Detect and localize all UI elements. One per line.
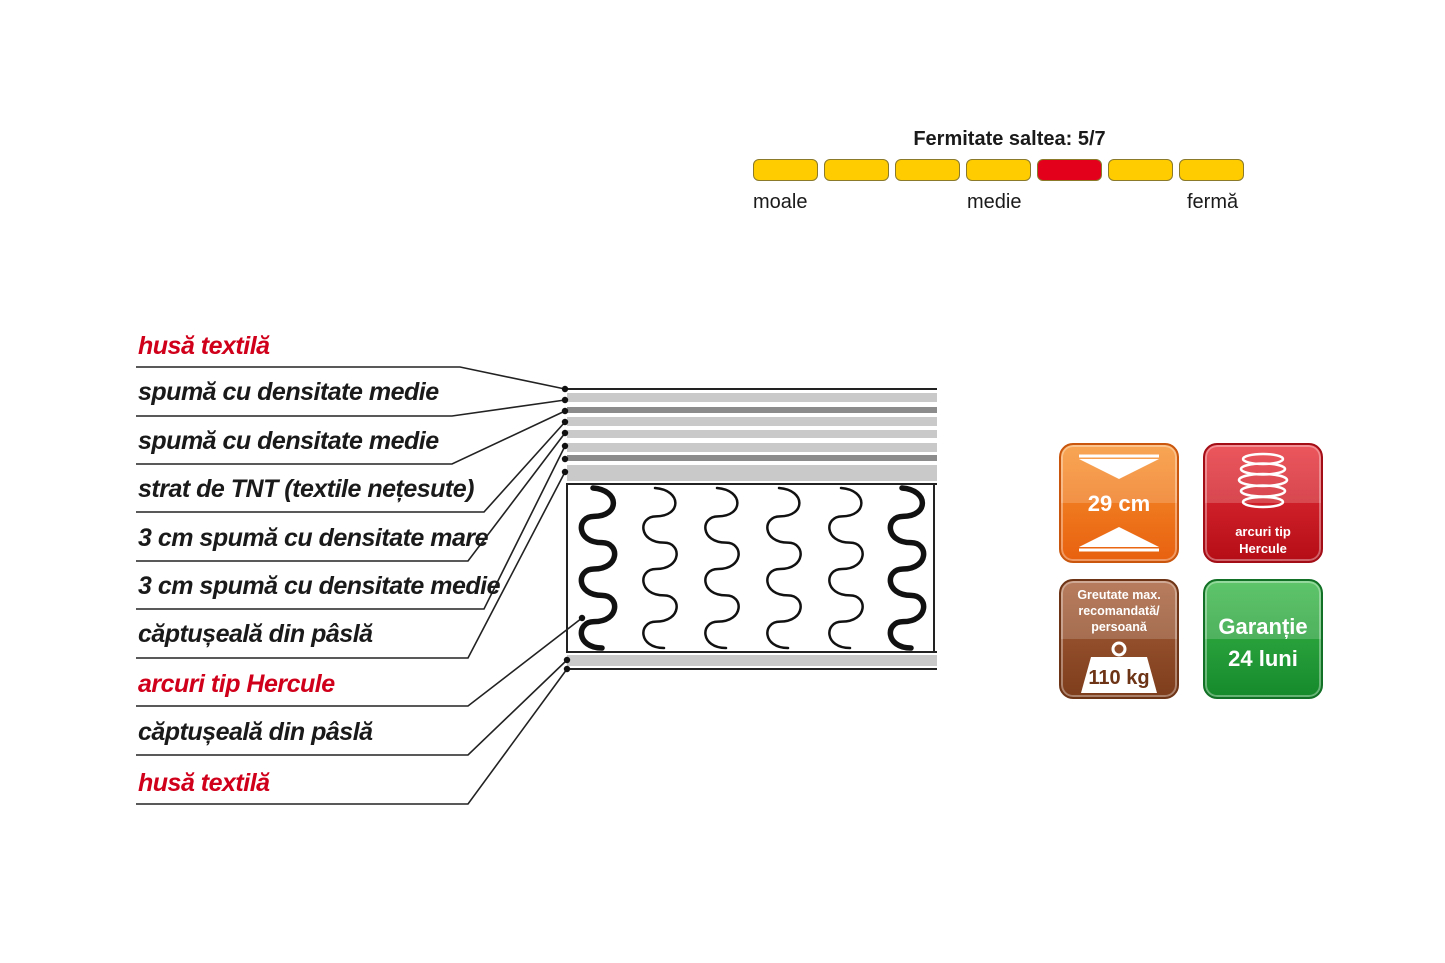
spring-coil-1 (578, 485, 618, 651)
layer-label-6: 3 cm spumă cu densitate medie (138, 572, 501, 600)
leader-dot-6 (561, 442, 569, 450)
leader-dot-11 (563, 665, 571, 673)
leader-dot-9 (578, 614, 586, 622)
leader-line-9 (136, 659, 568, 756)
firmness-segment-4 (966, 159, 1031, 181)
leader-dots (561, 385, 586, 673)
warranty-badge: Garanție 24 luni (1203, 579, 1323, 699)
layer-label-9: căptușeală din pâslă (138, 718, 373, 746)
weight-line3: persoană (1091, 620, 1147, 634)
height-arrows-icon (1079, 454, 1159, 552)
warranty-line1: Garanție (1218, 614, 1308, 639)
weight-badge: Greutate max. recomandată/ persoană 110 … (1059, 579, 1179, 699)
weight-line2: recomandată/ (1078, 604, 1160, 618)
leader-dot-1 (561, 385, 569, 393)
layer-label-1: husă textilă (138, 332, 270, 360)
scale-label-medium: medie (967, 191, 1022, 213)
weight-value: 110 kg (1088, 667, 1150, 689)
weight-icon (1081, 641, 1157, 693)
firmness-segment-1 (753, 159, 818, 181)
springs-line1: arcuri tip (1235, 524, 1291, 539)
layer-label-7: căptușeală din pâslă (138, 620, 373, 648)
firmness-segment-5 (1037, 159, 1102, 181)
leader-line-8 (136, 617, 583, 707)
leader-dot-2 (561, 396, 569, 404)
spring-coil-2 (642, 486, 678, 650)
height-badge: 29 cm (1059, 443, 1179, 563)
scale-label-soft: moale (753, 191, 808, 213)
firmness-segment-6 (1108, 159, 1173, 181)
firmness-segment-7 (1179, 159, 1244, 181)
weight-line1: Greutate max. (1077, 588, 1161, 602)
springs-badge: arcuri tip Hercule (1203, 443, 1323, 563)
layer-label-8: arcuri tip Hercule (138, 670, 335, 698)
leader-dot-3 (561, 407, 569, 415)
layer-label-5: 3 cm spumă cu densitate mare (138, 524, 489, 552)
scale-label-firm: fermă (1187, 191, 1239, 213)
firmness-segment-2 (824, 159, 889, 181)
mattress-layers (566, 388, 937, 670)
leader-lines (136, 366, 583, 805)
leader-line-1 (136, 366, 566, 390)
spring-coils (578, 485, 927, 651)
leader-dot-10 (563, 656, 571, 664)
spring-coil-4 (766, 486, 802, 650)
layer-label-2: spumă cu densitate medie (138, 378, 439, 406)
leader-dot-7 (561, 455, 569, 463)
firmness-scale (750, 159, 1247, 183)
spring-core-frame (566, 483, 935, 653)
leader-line-4 (136, 421, 566, 513)
layer-label-4: strat de TNT (textile nețesute) (138, 475, 474, 503)
leader-line-10 (136, 668, 568, 805)
leader-line-7 (136, 471, 566, 659)
leader-line-5 (136, 432, 566, 562)
spring-coil-3 (704, 486, 740, 650)
spring-icon (1237, 452, 1289, 509)
height-value: 29 cm (1087, 491, 1151, 516)
firmness-indicator: Fermitate saltea: 5/7 moale medie fermă (750, 128, 1247, 213)
springs-line2: Hercule (1239, 541, 1287, 556)
firmness-segment-3 (895, 159, 960, 181)
leader-line-6 (136, 445, 566, 610)
spring-coil-5 (828, 486, 864, 650)
layer-label-10: husă textilă (138, 769, 270, 797)
leader-dot-8 (561, 468, 569, 476)
leader-dot-5 (561, 429, 569, 437)
leader-line-3 (136, 410, 566, 465)
spring-coil-6 (887, 485, 927, 651)
leader-dot-4 (561, 418, 569, 426)
layer-label-3: spumă cu densitate medie (138, 427, 439, 455)
leader-line-2 (136, 399, 566, 417)
warranty-line2: 24 luni (1228, 646, 1298, 671)
firmness-title: Fermitate saltea: 5/7 (913, 128, 1106, 150)
